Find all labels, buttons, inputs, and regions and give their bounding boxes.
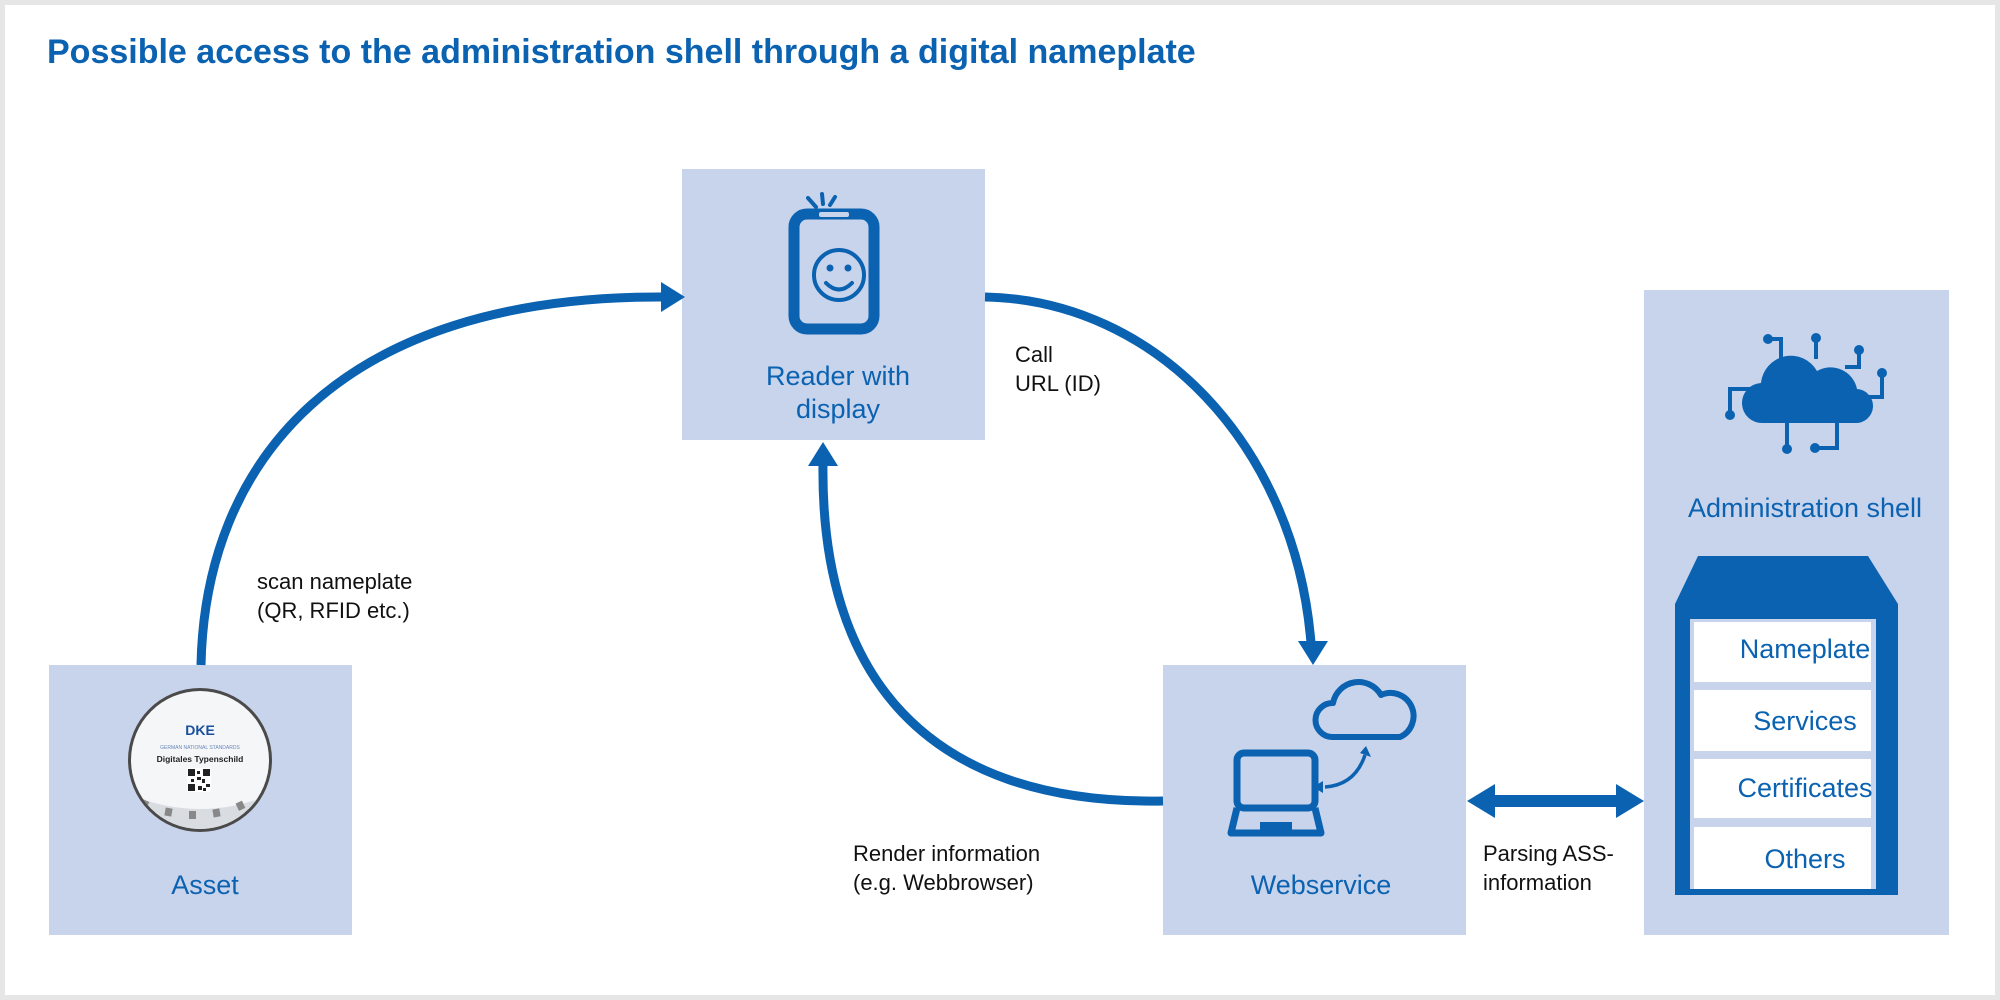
scan-label-line2: (QR, RFID etc.)	[257, 598, 410, 623]
call-arrow	[984, 292, 1328, 665]
smartphone-smiley-icon	[788, 192, 880, 335]
qr-code-icon	[187, 768, 211, 792]
cloud-circuit-icon	[1725, 333, 1887, 454]
parsing-label-line2: information	[1483, 870, 1592, 895]
section-row	[1694, 622, 1871, 682]
scan-label-line1: scan nameplate	[257, 569, 412, 594]
reader-label-line2: display	[796, 394, 881, 424]
tag-brand-text: DKE	[185, 722, 215, 738]
diagram-title: Possible access to the administration sh…	[47, 33, 1196, 71]
section-row	[1694, 827, 1871, 889]
scan-label: scan nameplate (QR, RFID etc.)	[257, 569, 412, 623]
render-label: Render information (e.g. Webbrowser)	[853, 841, 1040, 895]
asset-label: Asset	[171, 870, 239, 900]
section-row	[1694, 759, 1871, 818]
section-row	[1694, 690, 1871, 751]
render-arrow	[808, 442, 1164, 806]
render-label-line2: (e.g. Webbrowser)	[853, 870, 1034, 895]
render-label-line1: Render information	[853, 841, 1040, 866]
scan-arrow	[196, 282, 685, 666]
section-nameplate: Nameplate	[1740, 634, 1871, 664]
call-label-line1: Call	[1015, 342, 1053, 367]
nameplate-tag-icon: DKE GERMAN NATIONAL STANDARDS Digitales …	[128, 688, 272, 832]
tag-subtitle-text: GERMAN NATIONAL STANDARDS	[160, 745, 240, 751]
admin-shell-label: Administration shell	[1688, 493, 1922, 523]
tag-caption-text: Digitales Typenschild	[157, 754, 244, 764]
webservice-label: Webservice	[1251, 870, 1392, 900]
diagram-canvas: Possible access to the administration sh…	[47, 33, 1949, 935]
parsing-label: Parsing ASS- information	[1483, 841, 1614, 895]
reader-label-line1: Reader with	[766, 361, 910, 391]
diagram-page: Possible access to the administration sh…	[5, 5, 1995, 995]
call-label-line2: URL (ID)	[1015, 371, 1101, 396]
parsing-arrow	[1467, 784, 1644, 818]
laptop-cloud-icon	[1227, 679, 1417, 837]
parsing-label-line1: Parsing ASS-	[1483, 841, 1614, 866]
section-services: Services	[1753, 706, 1857, 736]
shell-cabinet: Nameplate Services Certificates Others	[1675, 556, 1898, 895]
section-certificates: Certificates	[1737, 773, 1872, 803]
section-others: Others	[1764, 844, 1845, 874]
call-label: Call URL (ID)	[1015, 342, 1101, 396]
